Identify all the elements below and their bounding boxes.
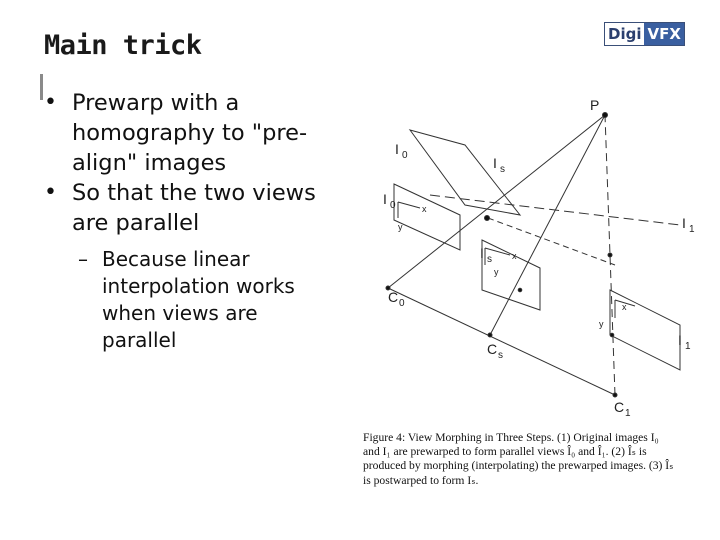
- ray-c1-p-dashed: [604, 114, 616, 396]
- label-p: P: [590, 97, 599, 113]
- sub-bullet-line: when views are: [102, 301, 258, 325]
- label-c1: C: [614, 399, 624, 415]
- plane-i0-hat: [393, 183, 461, 251]
- label-i0-sub: 0: [402, 150, 408, 161]
- title-rule: [40, 74, 43, 100]
- label-i1: I: [682, 215, 686, 231]
- axis-label-x: x: [512, 251, 517, 261]
- view-morphing-diagram: P I 0 I s I 0 I 1 I s C 0 C s I 1 C 1 x …: [383, 97, 695, 419]
- point-on-i1-hat: [609, 332, 615, 338]
- bullet-list: Prewarp with a homography to "pre- align…: [44, 88, 364, 354]
- caption-line: is postwarped to form Iₛ.: [363, 473, 479, 487]
- label-i0-hat-sub: 0: [390, 200, 396, 211]
- point-on-i1: [607, 252, 613, 258]
- axis-arrow: [484, 247, 511, 256]
- sub-bullet-line: interpolation works: [102, 274, 295, 298]
- label-c0: C: [388, 289, 398, 305]
- axis-label-x: x: [622, 302, 627, 312]
- point-c1: [612, 392, 618, 398]
- axis-arrow: [397, 201, 421, 209]
- label-is: I: [493, 155, 497, 171]
- axis-label-x: x: [422, 204, 427, 214]
- bullet-line: align" images: [72, 150, 227, 176]
- sub-bullet-line: parallel: [102, 328, 177, 352]
- label-cs: C: [487, 341, 497, 357]
- label-is-sub: s: [500, 164, 505, 175]
- plane-is-hat: [481, 239, 541, 311]
- ray-cs-p: [489, 114, 606, 336]
- axis-label-y: y: [398, 222, 403, 232]
- bullet-line: are parallel: [72, 210, 200, 236]
- label-cs-sub: s: [498, 350, 503, 361]
- sub-bullet-line: Because linear: [102, 247, 250, 271]
- label-i1-sub: 1: [689, 224, 695, 235]
- point-cs: [487, 332, 493, 338]
- baseline-c0-c1: [387, 287, 616, 396]
- label-is-hat: I: [480, 245, 484, 261]
- label-i1-hat-sub: 1: [685, 341, 691, 352]
- ray-i1-dashed: [429, 194, 681, 226]
- ray-is-dashed: [487, 217, 616, 266]
- plane-i0: [408, 129, 522, 216]
- label-c1-sub: 1: [625, 408, 631, 419]
- label-is-hat-sub: s: [487, 254, 492, 265]
- plane-i1-hat: [609, 289, 681, 371]
- point-p: [602, 112, 608, 118]
- point-intersection: [484, 215, 490, 221]
- point-on-ray: [517, 287, 523, 293]
- label-c0-sub: 0: [399, 298, 405, 309]
- label-i0-hat: I: [383, 191, 387, 207]
- digivfx-logo: Digi VFX: [604, 22, 685, 46]
- bullet-line: Prewarp with a: [72, 90, 240, 116]
- logo-part-vfx: VFX: [644, 23, 684, 45]
- label-i1-hat: I: [678, 332, 682, 348]
- point-c0: [385, 285, 391, 291]
- bullet-line: So that the two views: [72, 180, 316, 206]
- caption-line: produced by morphing (interpolating) the…: [363, 459, 674, 473]
- sub-bullet-linear-interpolation: Because linear interpolation works when …: [44, 246, 364, 354]
- axis-arrow: [614, 299, 636, 307]
- axis-label-y: y: [599, 319, 604, 329]
- figure-caption: Figure 4: View Morphing in Three Steps. …: [363, 431, 720, 488]
- bullet-parallel: So that the two views are parallel: [44, 178, 364, 238]
- caption-line: Figure 4: View Morphing in Three Steps. …: [363, 431, 659, 444]
- axis-label-y: y: [494, 267, 499, 277]
- slide-title: Main trick: [44, 30, 202, 61]
- bullet-prewarp: Prewarp with a homography to "pre- align…: [44, 88, 364, 178]
- label-i0: I: [395, 141, 399, 157]
- bullet-line: homography to "pre-: [72, 120, 308, 146]
- ray-c0-p: [387, 114, 606, 289]
- caption-line: and I₁ are prewarped to form parallel vi…: [363, 445, 647, 459]
- logo-part-digi: Digi: [605, 23, 645, 45]
